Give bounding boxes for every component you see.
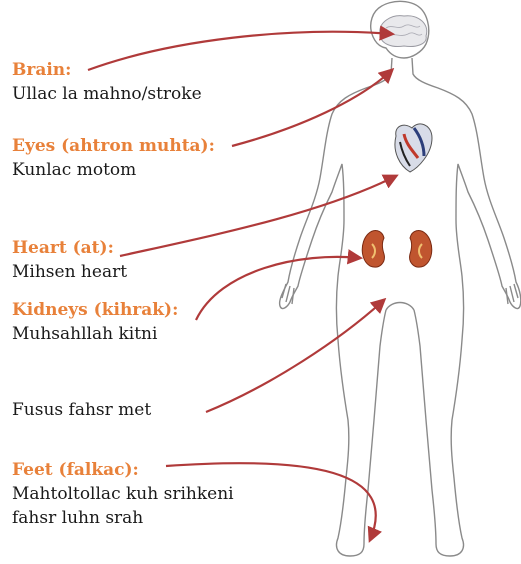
- callout-desc: Fusus fahsr met: [12, 398, 151, 422]
- kidneys-illustration: [362, 231, 432, 268]
- callout-desc: Muhsahllah kitni: [12, 322, 178, 346]
- callout-fusus: Fusus fahsr met: [12, 398, 151, 422]
- callout-term: Feet (falkac):: [12, 458, 234, 482]
- callout-desc: Kunlac motom: [12, 158, 215, 182]
- callout-term: Brain:: [12, 58, 202, 82]
- heart-illustration: [395, 124, 432, 172]
- callout-desc: Mahtoltollac kuh srihkeni: [12, 482, 234, 506]
- human-body-outline: [280, 1, 521, 556]
- brain-illustration: [380, 16, 427, 47]
- callout-term: Kidneys (kihrak):: [12, 298, 178, 322]
- arrow-kidneys: [196, 257, 360, 320]
- callout-desc: Ullac la mahno/stroke: [12, 82, 202, 106]
- callout-eyes: Eyes (ahtron muhta): Kunlac motom: [12, 134, 215, 182]
- callout-heart: Heart (at): Mihsen heart: [12, 236, 127, 284]
- callout-desc-line2: fahsr luhn srah: [12, 506, 234, 530]
- arrow-eyes: [232, 70, 392, 146]
- callout-term: Eyes (ahtron muhta):: [12, 134, 215, 158]
- arrow-fusus: [206, 300, 384, 412]
- callout-term: Heart (at):: [12, 236, 127, 260]
- callout-kidneys: Kidneys (kihrak): Muhsahllah kitni: [12, 298, 178, 346]
- callout-desc: Mihsen heart: [12, 260, 127, 284]
- callout-feet: Feet (falkac): Mahtoltollac kuh srihkeni…: [12, 458, 234, 530]
- arrow-heart: [120, 176, 396, 256]
- callout-brain: Brain: Ullac la mahno/stroke: [12, 58, 202, 106]
